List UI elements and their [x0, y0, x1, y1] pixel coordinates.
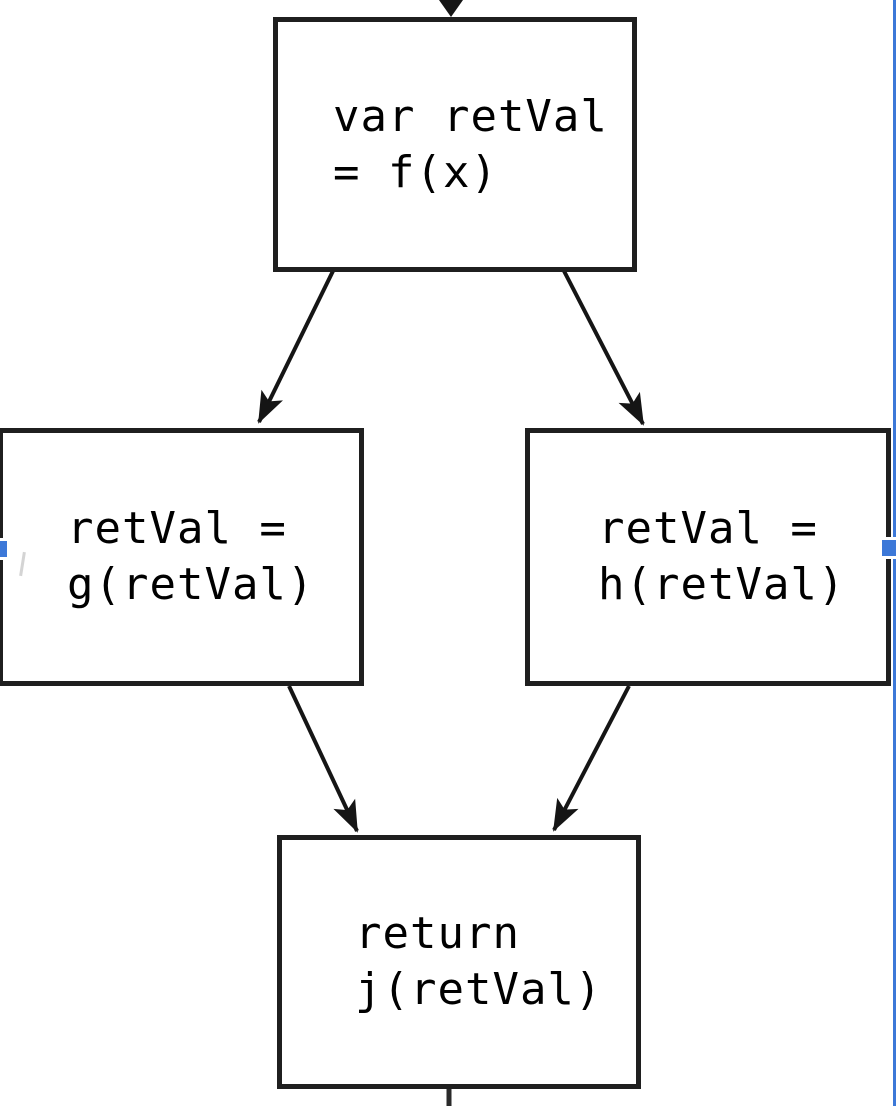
node-text-line: return — [355, 908, 520, 959]
node-text-line: retVal = — [67, 503, 287, 554]
node-text-line: h(retVal) — [598, 559, 846, 610]
connector-handle-right[interactable] — [879, 537, 896, 559]
edge-f-to-h[interactable] — [562, 270, 645, 426]
node-retval-h[interactable]: retVal = h(retVal) — [525, 428, 891, 686]
connector-handle-left[interactable] — [0, 538, 10, 560]
node-retval-g[interactable]: retVal = g(retVal) — [0, 428, 364, 686]
edge-g-to-j[interactable] — [287, 685, 359, 833]
node-return-j[interactable]: return j(retVal) — [277, 835, 641, 1089]
edge-f-to-g[interactable] — [257, 270, 335, 424]
incoming-arrowhead-icon — [439, 0, 463, 17]
node-text-line: retVal = — [598, 503, 818, 554]
node-text-line: var retVal — [333, 90, 608, 142]
node-text-line: j(retVal) — [355, 964, 603, 1015]
edge-h-to-j[interactable] — [552, 685, 631, 832]
node-text-line: = f(x) — [333, 146, 498, 198]
node-text-line: g(retVal) — [67, 559, 315, 610]
node-var-retval-f[interactable]: var retVal = f(x) — [273, 17, 637, 272]
